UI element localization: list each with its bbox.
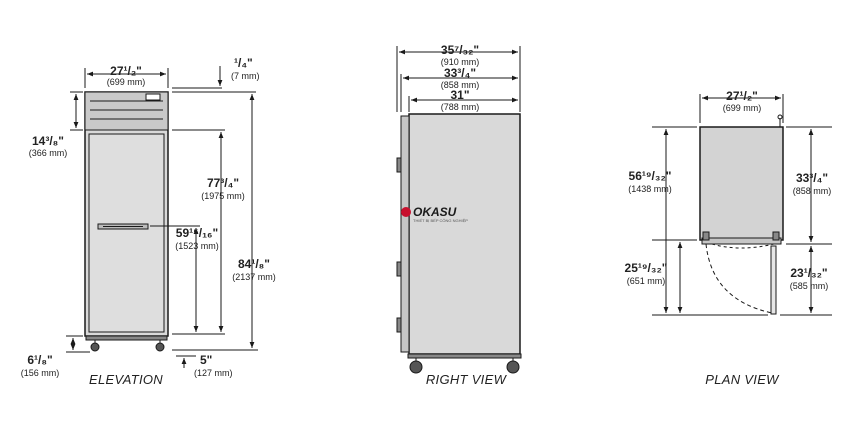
plan-swing-left-mm: (651 mm) — [627, 276, 666, 286]
plan-depth-label: 33³/₄" — [796, 171, 828, 185]
right-depth-door-mm: (858 mm) — [441, 80, 480, 90]
elevation-handle-mm: (1523 mm) — [175, 241, 219, 251]
caster-icon — [506, 360, 520, 374]
plan-swing-right-mm: (585 mm) — [790, 281, 829, 291]
watermark-tagline: THIẾT BỊ BẾP CÔNG NGHIỆP — [413, 218, 468, 223]
elevation-view-title: ELEVATION — [89, 372, 163, 387]
plan-swing-total-label: 56¹⁹/₃₂" — [629, 169, 672, 183]
right-view — [396, 46, 522, 374]
hinge-icon — [396, 261, 402, 277]
right-depth-door-label: 33³/₄" — [444, 66, 476, 80]
drain-icon — [777, 114, 783, 120]
plan-swing-right-label: 23¹/₃₂" — [790, 266, 827, 280]
plan-depth-mm: (858 mm) — [793, 186, 832, 196]
right-door-edge — [400, 115, 410, 353]
control-panel-icon — [145, 93, 161, 101]
watermark-brand: OKASU — [413, 205, 457, 219]
elevation-overall-label: 84¹/₈" — [238, 257, 270, 271]
right-depth-cabinet-label: 31" — [450, 88, 469, 102]
elevation-door-mm: (1975 mm) — [201, 191, 245, 201]
plan-view-title: PLAN VIEW — [705, 372, 780, 387]
door-swing-arc — [705, 243, 773, 314]
elevation-width-label: 27¹/₂" — [110, 64, 142, 78]
plan-width-mm: (699 mm) — [723, 103, 762, 113]
plan-cabinet — [699, 126, 784, 241]
plan-swing-total-mm: (1438 mm) — [628, 184, 672, 194]
elevation-door — [88, 133, 165, 333]
hinge-icon — [396, 317, 402, 333]
plan-swing-left-label: 25¹⁹/₃₂" — [625, 261, 668, 275]
plan-width-label: 27¹/₂" — [726, 89, 758, 103]
caster-icon — [409, 360, 423, 374]
elevation-door-label: 77³/₄" — [207, 176, 239, 190]
open-door-panel — [770, 245, 777, 315]
elevation-legs-label: 6¹/₈" — [27, 353, 52, 367]
plan-door — [701, 237, 782, 245]
elevation-width-mm: (699 mm) — [107, 77, 146, 87]
elevation-legs-mm: (156 mm) — [21, 368, 60, 378]
elevation-view — [66, 66, 258, 368]
caster-icon — [155, 342, 165, 352]
watermark-logo: OKASU THIẾT BỊ BẾP CÔNG NGHIỆP — [401, 205, 468, 223]
plan-view — [652, 94, 832, 316]
elevation-floor-mm: (127 mm) — [194, 368, 233, 378]
elevation-top-gap-label: ¹/₄" — [234, 56, 253, 70]
right-depth-cabinet-mm: (788 mm) — [441, 102, 480, 112]
right-cabinet — [408, 113, 521, 355]
elevation-top-gap-mm: (7 mm) — [231, 71, 260, 81]
right-depth-total-label: 35⁷/₃₂" — [441, 43, 479, 57]
elevation-overall-mm: (2137 mm) — [232, 272, 276, 282]
elevation-grille-label: 14³/₈" — [32, 134, 64, 148]
elevation-floor-label: 5" — [200, 353, 212, 367]
right-view-title: RIGHT VIEW — [426, 372, 508, 387]
caster-icon — [90, 342, 100, 352]
right-depth-total-mm: (910 mm) — [441, 57, 480, 67]
logo-mark-icon — [401, 207, 411, 217]
elevation-handle-label: 59¹⁵/₁₆" — [176, 226, 218, 240]
hinge-icon — [396, 157, 402, 173]
elevation-grille-mm: (366 mm) — [29, 148, 68, 158]
